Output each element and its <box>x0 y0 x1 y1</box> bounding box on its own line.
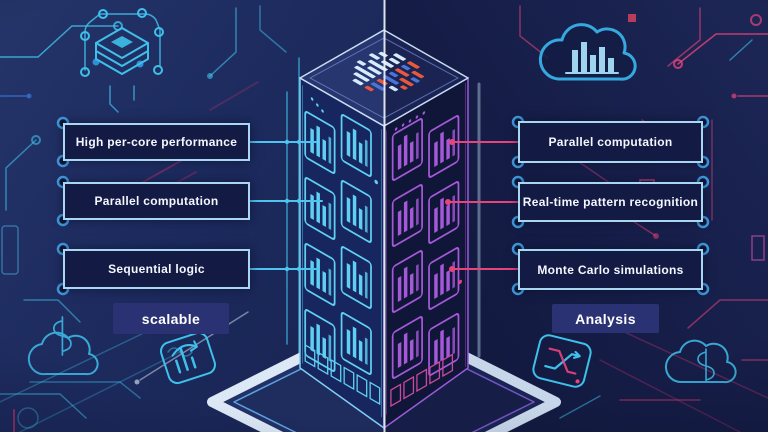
cloud-analytics-icon <box>538 23 637 81</box>
badge-analysis: Analysis <box>552 304 659 333</box>
cloud-cost-icon <box>27 316 99 376</box>
shuffle-tile-icon <box>532 334 592 388</box>
feature-label: Parallel computation <box>94 194 219 208</box>
badge-label: scalable <box>141 310 201 327</box>
feature-label: Parallel computation <box>548 135 673 149</box>
feature-label: Sequential logic <box>108 262 205 276</box>
feature-box-parallel-computation-left: Parallel computation <box>63 182 250 220</box>
feature-box-sequential-logic: Sequential logic <box>63 249 250 289</box>
badge-scalable: scalable <box>113 303 229 334</box>
badge-label: Analysis <box>575 310 636 327</box>
feature-box-high-per-core-performance: High per-core performance <box>63 123 250 161</box>
feature-box-parallel-computation-right: Parallel computation <box>518 121 703 163</box>
feature-label: High per-core performance <box>75 135 238 149</box>
feature-label: Monte Carlo simulations <box>537 262 684 277</box>
feature-label: Real-time pattern recognition <box>522 195 699 209</box>
feature-box-monte-carlo-simulations: Monte Carlo simulations <box>518 249 703 290</box>
feature-box-real-time-pattern-recognition: Real-time pattern recognition <box>518 182 703 222</box>
cloud-icon <box>664 339 737 384</box>
